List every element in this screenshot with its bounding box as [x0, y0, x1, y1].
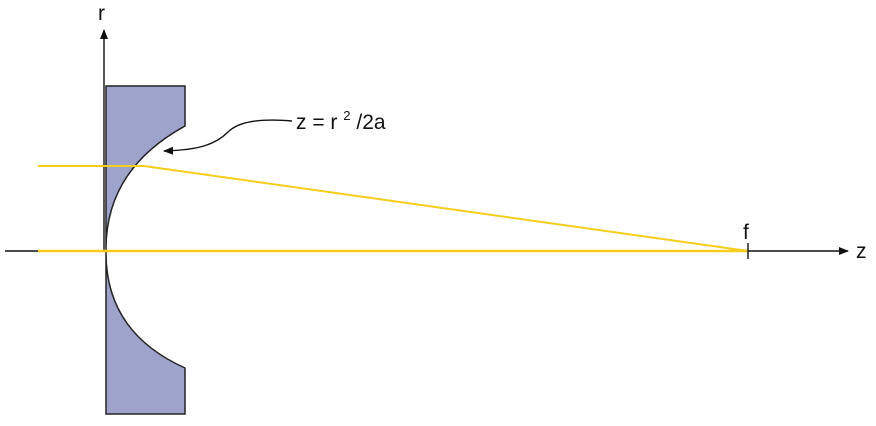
- focus-label: f: [743, 221, 749, 244]
- equation-prefix: z = r: [296, 111, 337, 134]
- z-axis-label: z: [856, 240, 867, 263]
- parabola-equation: z = r 2 /2a: [296, 102, 386, 134]
- equation-suffix: /2a: [356, 111, 386, 134]
- equation-leader-arrow: [163, 119, 293, 155]
- equation-exponent: 2: [343, 108, 350, 123]
- r-axis-label: r: [98, 2, 105, 25]
- reflected-ray: [143, 165, 749, 252]
